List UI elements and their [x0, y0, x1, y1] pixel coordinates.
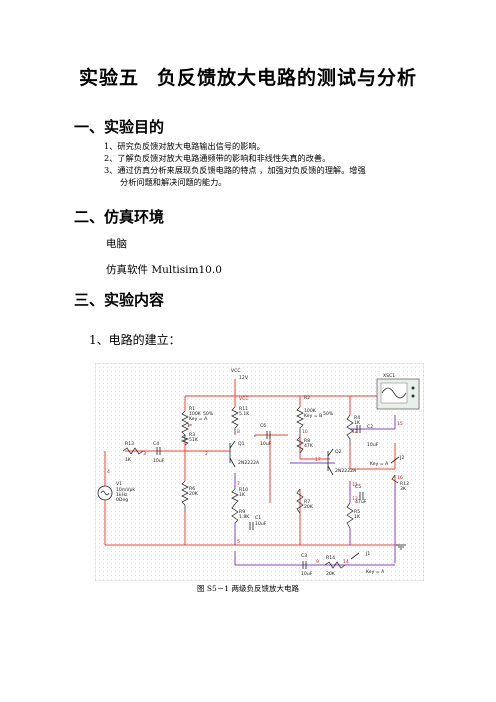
- node-number: 7: [237, 481, 240, 487]
- q2-label: Q2: [335, 449, 342, 455]
- v1-frequency: 1kHz: [116, 492, 128, 498]
- c5-label: C5: [355, 484, 361, 490]
- node-number: 14: [343, 559, 349, 565]
- r13-value: 1K: [125, 457, 132, 463]
- r1-key: Key = A: [189, 416, 208, 422]
- r12-label: R12: [400, 481, 409, 487]
- c3-label: C3: [301, 553, 307, 559]
- q1-label: Q1: [238, 441, 245, 447]
- section-heading-environment: 二、仿真环境: [74, 208, 165, 226]
- r3-label: R3: [189, 432, 195, 438]
- r14-label: R14: [326, 555, 335, 561]
- node-number: 8: [237, 429, 240, 435]
- node-number: 13: [352, 496, 358, 502]
- r1-percent: 50%: [203, 411, 214, 417]
- r5-value: 1K: [354, 514, 361, 520]
- node-number: 4: [107, 469, 110, 475]
- vcc-label: VCC: [231, 368, 241, 374]
- r14-value: 20K: [326, 571, 336, 577]
- r6-value: 20K: [189, 491, 199, 497]
- node-number: 10: [302, 429, 308, 435]
- q2-model: 2N2222A: [335, 468, 357, 474]
- c1-value: 10uF: [255, 521, 267, 527]
- r7-label: R7: [304, 499, 310, 505]
- r4-value: 1K: [354, 420, 361, 426]
- objective-item: 1、研究负反馈对放大电路输出信号的影响。: [104, 141, 265, 151]
- q1-model: 2N2222A: [238, 460, 260, 466]
- r10-label: R10: [239, 487, 248, 493]
- step-label: 1、电路的建立：: [89, 333, 181, 347]
- vcc-node: VCC: [239, 396, 249, 402]
- objective-item: 2、了解负反馈对放大电路通频带的影响和非线性失真的改善。: [104, 153, 331, 163]
- j2-label: J2: [399, 455, 404, 461]
- r11-label: R11: [239, 406, 248, 412]
- j2-key: Key = A: [370, 461, 389, 467]
- r7-value: 20K: [304, 504, 314, 510]
- node-number: 15: [397, 421, 403, 427]
- node-number: 17: [315, 457, 321, 463]
- node-number: 9: [316, 559, 319, 565]
- r11-value: 5.1K: [239, 411, 250, 417]
- r2-label: R2: [304, 395, 310, 401]
- r8-value: 47K: [304, 443, 314, 449]
- circuit-schematic: VCC 12V VCC XSC1 R1 100K Key = A 50% R3 …: [94, 362, 425, 582]
- c2-value: 10uF: [367, 442, 379, 448]
- node-number: 16: [397, 475, 403, 481]
- v1-amplitude: 10mVpk: [116, 487, 135, 493]
- r2-value: 100K: [304, 408, 317, 414]
- node-number: 2: [205, 451, 208, 457]
- c6-value: 10uF: [260, 441, 272, 447]
- r6-label: R6: [189, 486, 195, 492]
- node-number: 12: [352, 429, 358, 435]
- objective-item: 分析问题和解决问题的能力。: [120, 177, 227, 187]
- c3-value: 10uF: [301, 571, 313, 577]
- j1-label: J1: [365, 551, 370, 557]
- r2-percent: 50%: [323, 411, 334, 417]
- c1-label: C1: [255, 515, 261, 521]
- figure-caption: 图 S5－1 两级负反馈放大电路: [197, 584, 299, 593]
- r1-value: 100K: [189, 411, 202, 417]
- j1-key: Key = A: [366, 569, 385, 575]
- c6-label: C6: [260, 423, 266, 429]
- oscilloscope-xsc1: [376, 378, 420, 410]
- r12-value: 3K: [400, 486, 407, 492]
- node-number: 5: [237, 539, 240, 545]
- env-computer: 电脑: [106, 238, 127, 250]
- v1-phase: 0Deg: [116, 497, 128, 503]
- c4-label: C4: [153, 441, 159, 447]
- node-number: 3: [143, 451, 146, 457]
- xsc-label: XSC1: [383, 373, 395, 379]
- env-software: 仿真软件 Multisim10.0: [106, 264, 222, 276]
- vcc-value: 12V: [239, 375, 249, 381]
- node-number: 11: [352, 482, 358, 488]
- r9-label: R9: [239, 509, 245, 515]
- r13-label: R13: [125, 441, 134, 447]
- r5-label: R5: [354, 509, 360, 515]
- r1-label: R1: [189, 406, 195, 412]
- r9-value: 1.8K: [239, 514, 250, 520]
- page-title: 实验五负反馈放大电路的测试与分析: [78, 67, 418, 89]
- c5-value: 47uF: [355, 499, 367, 505]
- objective-item: 3、通过仿真分析来展现负反馈电路的特点 ，加强对负反馈的理解。增强: [104, 165, 366, 175]
- r8-label: R8: [304, 438, 310, 444]
- v1-label: V1: [116, 481, 122, 487]
- r3-value: 51K: [189, 437, 199, 443]
- r4-label: R4: [354, 415, 360, 421]
- c4-value: 10uF: [153, 458, 165, 464]
- section-heading-objectives: 一、实验目的: [74, 118, 165, 136]
- c2-label: C2: [367, 424, 373, 430]
- r10-value: 1K: [239, 492, 246, 498]
- section-heading-content: 三、实验内容: [74, 291, 165, 309]
- r2-key: Key = B: [304, 413, 322, 419]
- node-number: 1: [187, 423, 190, 429]
